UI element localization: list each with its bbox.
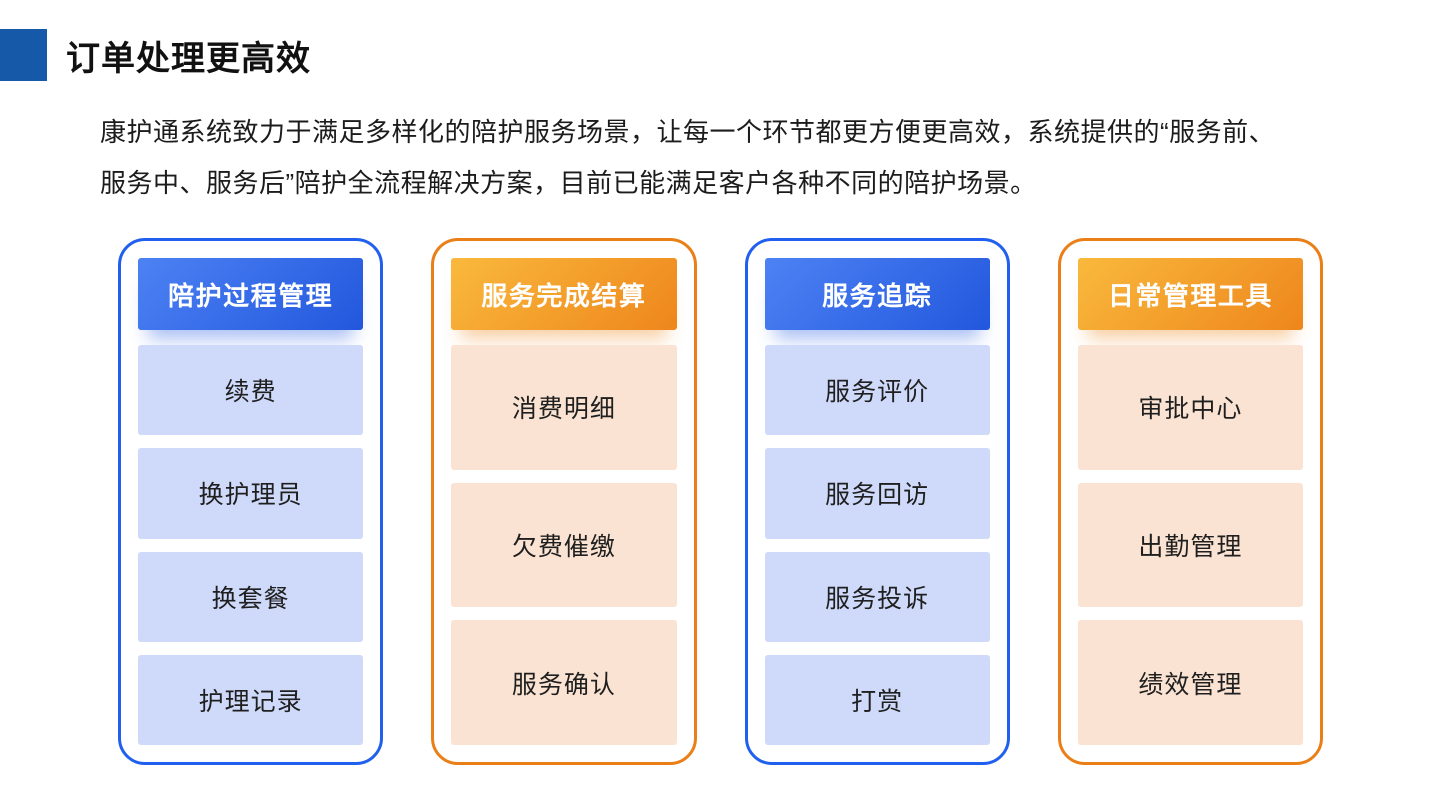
- list-item: 欠费催缴: [451, 482, 677, 608]
- list-item: 续费: [138, 345, 364, 436]
- card-items: 消费明细欠费催缴服务确认: [451, 345, 677, 746]
- list-item: 护理记录: [138, 654, 364, 745]
- list-item: 服务回访: [764, 448, 990, 539]
- list-item: 服务投诉: [764, 551, 990, 642]
- card-items: 续费换护理员换套餐护理记录: [138, 345, 364, 745]
- description: 康护通系统致力于满足多样化的陪护服务场景，让每一个环节都更方便更高效，系统提供的…: [100, 107, 1350, 209]
- list-item: 出勤管理: [1077, 482, 1303, 608]
- list-item: 审批中心: [1077, 345, 1303, 470]
- list-item: 打赏: [764, 654, 990, 745]
- feature-card: 服务追踪 服务评价服务回访服务投诉打赏: [744, 238, 1010, 765]
- card-header: 服务完成结算: [451, 258, 677, 330]
- list-item: 绩效管理: [1077, 620, 1303, 746]
- feature-card: 日常管理工具 审批中心出勤管理绩效管理: [1057, 238, 1323, 765]
- description-line-1: 康护通系统致力于满足多样化的陪护服务场景，让每一个环节都更方便更高效，系统提供的…: [100, 117, 1276, 147]
- list-item: 服务确认: [451, 620, 677, 746]
- feature-columns: 陪护过程管理 续费换护理员换套餐护理记录 服务完成结算 消费明细欠费催缴服务确认…: [118, 238, 1323, 765]
- title-marker-square: [0, 29, 47, 81]
- card-items: 审批中心出勤管理绩效管理: [1077, 345, 1303, 746]
- card-header: 日常管理工具: [1077, 258, 1303, 330]
- list-item: 服务评价: [764, 345, 990, 436]
- feature-card: 陪护过程管理 续费换护理员换套餐护理记录: [118, 238, 384, 765]
- description-line-2: 服务中、服务后”陪护全流程解决方案，目前已能满足客户各种不同的陪护场景。: [100, 168, 1037, 198]
- feature-card: 服务完成结算 消费明细欠费催缴服务确认: [431, 238, 697, 765]
- list-item: 消费明细: [451, 345, 677, 470]
- page-title: 订单处理更高效: [66, 39, 311, 78]
- title-row: 订单处理更高效: [0, 29, 311, 81]
- list-item: 换套餐: [138, 551, 364, 642]
- list-item: 换护理员: [138, 448, 364, 539]
- card-header: 陪护过程管理: [138, 258, 364, 330]
- card-header: 服务追踪: [764, 258, 990, 330]
- card-items: 服务评价服务回访服务投诉打赏: [764, 345, 990, 745]
